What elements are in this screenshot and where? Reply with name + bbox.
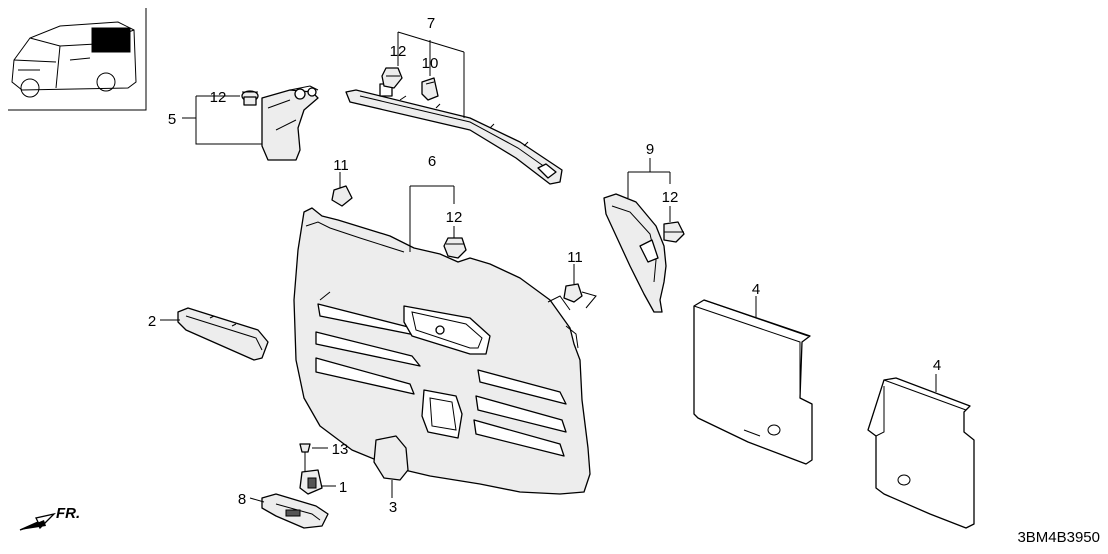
part-6-tailgate-lining <box>293 207 591 495</box>
part-9-side-trim <box>603 193 667 313</box>
clip-12-right <box>663 221 685 243</box>
clip-12-upper-left <box>241 90 259 106</box>
clip-11-right <box>563 268 597 309</box>
callout-1: 1 <box>339 479 347 496</box>
part-4-insulator-lower <box>867 377 975 529</box>
callout-2: 2 <box>148 313 156 330</box>
part-7-upper-garnish <box>345 83 563 185</box>
part-3-cap <box>373 435 409 481</box>
front-direction-arrow-icon <box>19 512 57 531</box>
part-2-cover <box>177 307 269 361</box>
direction-label: FR. <box>56 505 80 522</box>
diagram-code: 3BM4B3950 <box>1017 529 1100 546</box>
part-10-clip <box>421 77 439 101</box>
callout-12-right: 12 <box>662 189 679 206</box>
callout-6: 6 <box>428 153 436 170</box>
tailgate-highlight <box>91 27 131 53</box>
callout-10: 10 <box>422 55 439 72</box>
part-4-insulator-upper <box>693 299 813 465</box>
part-5-pillar-trim <box>261 85 319 161</box>
clip-12-top <box>381 67 403 89</box>
clip-11-upper <box>331 176 353 207</box>
callout-5: 5 <box>168 111 176 128</box>
callout-11-right: 11 <box>567 249 583 266</box>
callout-12-center: 12 <box>446 209 463 226</box>
callout-12-left: 12 <box>210 89 227 106</box>
part-13-screw <box>299 443 311 472</box>
vehicle-locator-thumbnail <box>8 8 147 111</box>
part-8-handle <box>261 493 329 529</box>
clip-12-center <box>443 237 467 259</box>
callout-8: 8 <box>238 491 246 508</box>
callout-4-lower: 4 <box>933 357 941 374</box>
callout-13: 13 <box>332 441 349 458</box>
callout-7: 7 <box>427 15 435 32</box>
callout-12-top: 12 <box>390 43 407 60</box>
callout-4-upper: 4 <box>752 281 760 298</box>
callout-9: 9 <box>646 141 654 158</box>
part-1-switch <box>299 469 323 495</box>
callout-11-upper: 11 <box>333 157 349 174</box>
callout-3: 3 <box>389 499 397 516</box>
